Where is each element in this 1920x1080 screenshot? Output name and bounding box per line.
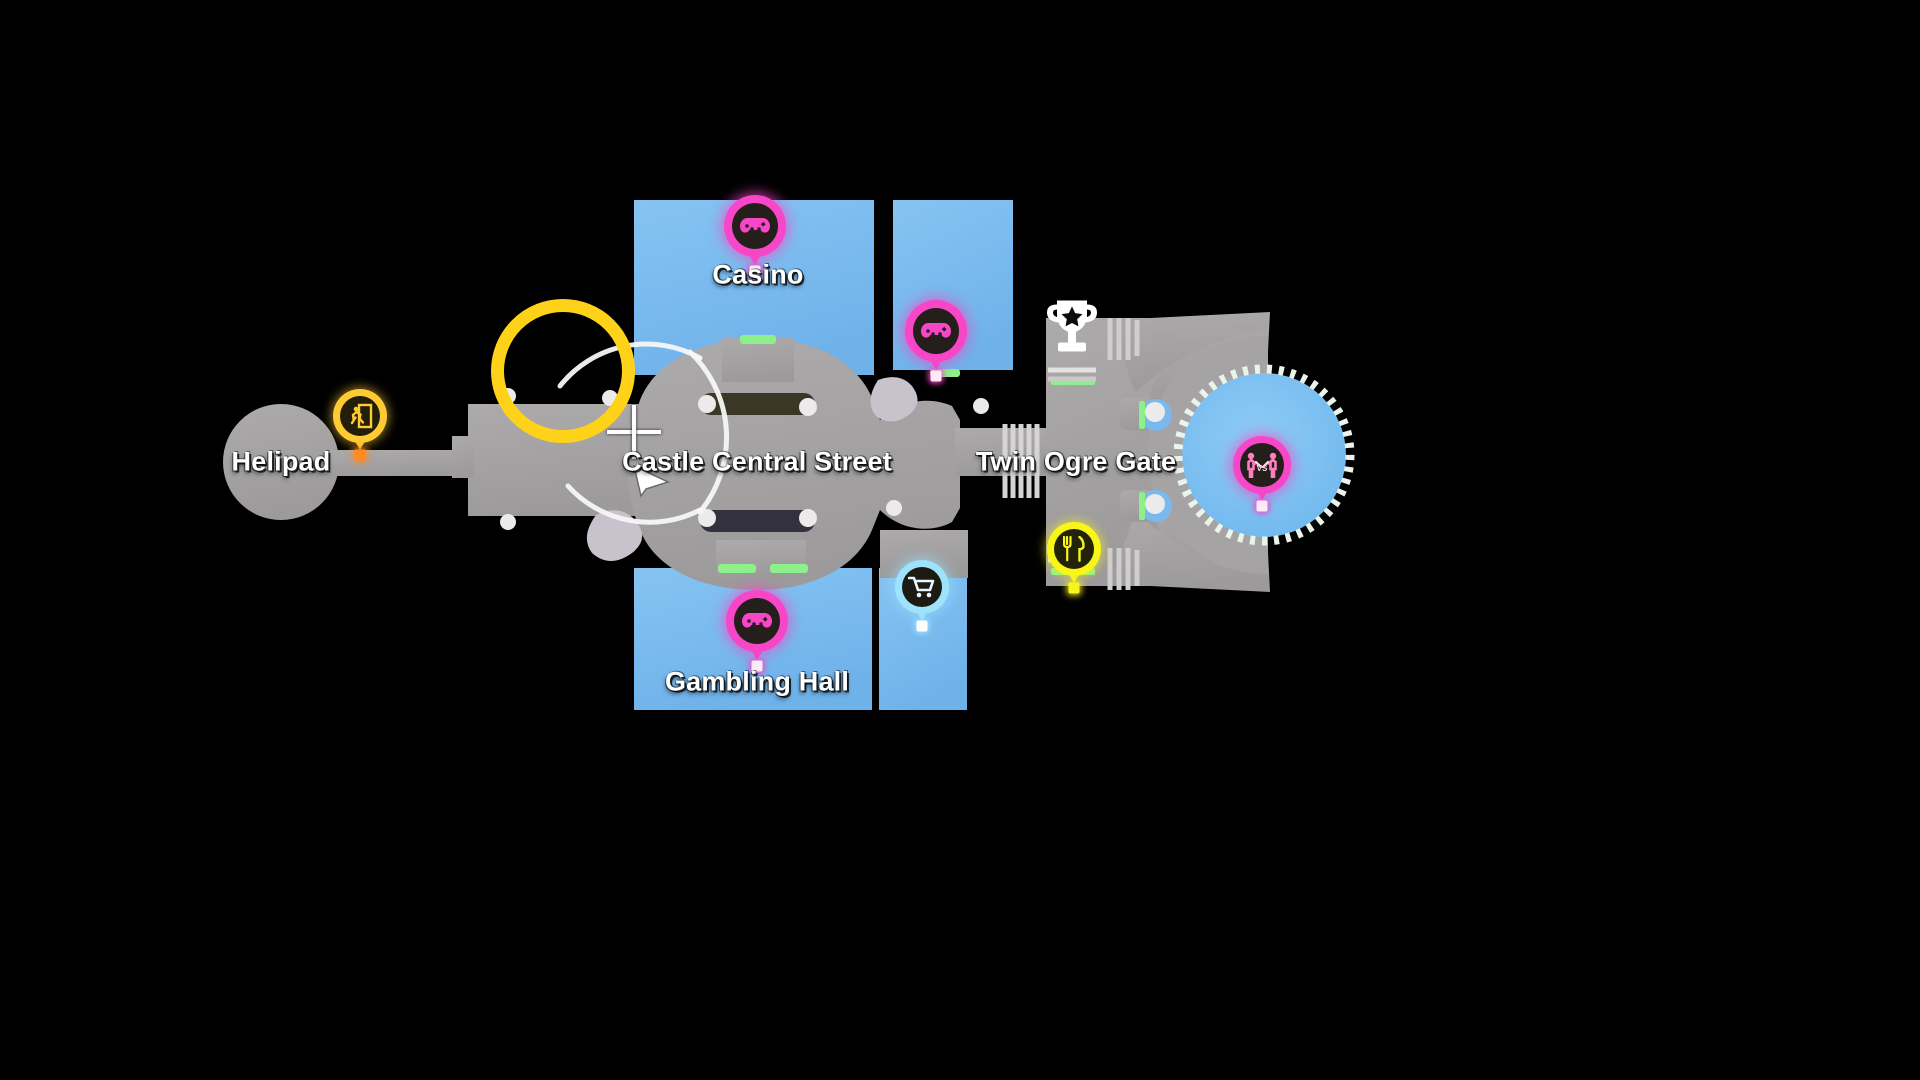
floor-fork-lower <box>1110 512 1270 592</box>
floor-helipad-corridor <box>330 450 475 476</box>
gamepad-icon <box>732 203 778 249</box>
stairs-lower-right <box>1107 548 1140 590</box>
pin-ground-dot <box>916 620 928 632</box>
duel-figures-icon: VS <box>1240 443 1284 487</box>
pin-ground-dot <box>930 370 942 382</box>
obstacle-lower <box>700 510 815 532</box>
rocks-group <box>586 377 918 561</box>
arena-tick-ring <box>1173 364 1355 546</box>
marker-restaurant[interactable] <box>1047 522 1101 594</box>
marker-arena-duel[interactable]: VS <box>1233 436 1291 512</box>
stairs-group <box>1002 318 1140 590</box>
pillar <box>1145 494 1165 514</box>
floor-fork-upper <box>1110 312 1270 392</box>
pillar <box>973 398 989 414</box>
marker-gambling-arcade[interactable] <box>726 590 788 672</box>
pillar <box>500 514 516 530</box>
door-gambling-right <box>770 564 808 573</box>
gamepad-icon <box>913 308 959 354</box>
pillar <box>698 509 716 527</box>
gamepad-icon <box>734 598 780 644</box>
marker-north-east-arcade[interactable] <box>905 300 967 382</box>
pillar <box>886 500 902 516</box>
stairs-trophy-area <box>1048 367 1096 382</box>
rock <box>870 377 918 422</box>
trophy-star-icon[interactable] <box>1041 297 1103 368</box>
marker-escape-exit[interactable] <box>333 389 387 461</box>
pillar <box>1145 402 1165 422</box>
pillar <box>602 390 618 406</box>
pillar <box>698 395 716 413</box>
pin-ground-dot <box>1068 582 1080 594</box>
pin-ground-dot <box>749 265 761 277</box>
stairs-upper-right <box>1107 318 1140 360</box>
marker-shop-cart[interactable] <box>895 560 949 632</box>
obstacles-group <box>700 393 815 532</box>
door-gambling-left <box>718 564 756 573</box>
shopping-cart-icon <box>902 567 942 607</box>
pillar <box>799 509 817 527</box>
pillars-group <box>500 388 1165 530</box>
pin-ground-dot <box>751 660 763 672</box>
pin-ground-dot <box>1256 500 1268 512</box>
svg-text:VS: VS <box>1257 464 1268 473</box>
alcove-upper-door <box>1139 401 1145 429</box>
pillar <box>799 398 817 416</box>
player-position-crosshair <box>607 405 661 459</box>
rock <box>586 510 643 561</box>
marker-casino-arcade[interactable] <box>724 195 786 277</box>
player-facing-arrow <box>632 464 671 498</box>
stairs-gate-left <box>1002 424 1040 498</box>
exit-run-icon <box>340 396 380 436</box>
floor-west-nub <box>452 436 474 478</box>
door-casino <box>740 335 776 344</box>
crosshair-vertical-bar <box>632 405 636 459</box>
obstacle-upper <box>700 393 815 415</box>
floor-casino-connector <box>722 338 794 382</box>
floor-gambling-connector <box>716 540 806 580</box>
pillar <box>500 388 516 404</box>
alcove-lower-door <box>1139 492 1145 520</box>
floor-helipad <box>223 404 339 520</box>
pin-ground-dot <box>354 449 366 461</box>
fork-knife-icon <box>1054 529 1094 569</box>
